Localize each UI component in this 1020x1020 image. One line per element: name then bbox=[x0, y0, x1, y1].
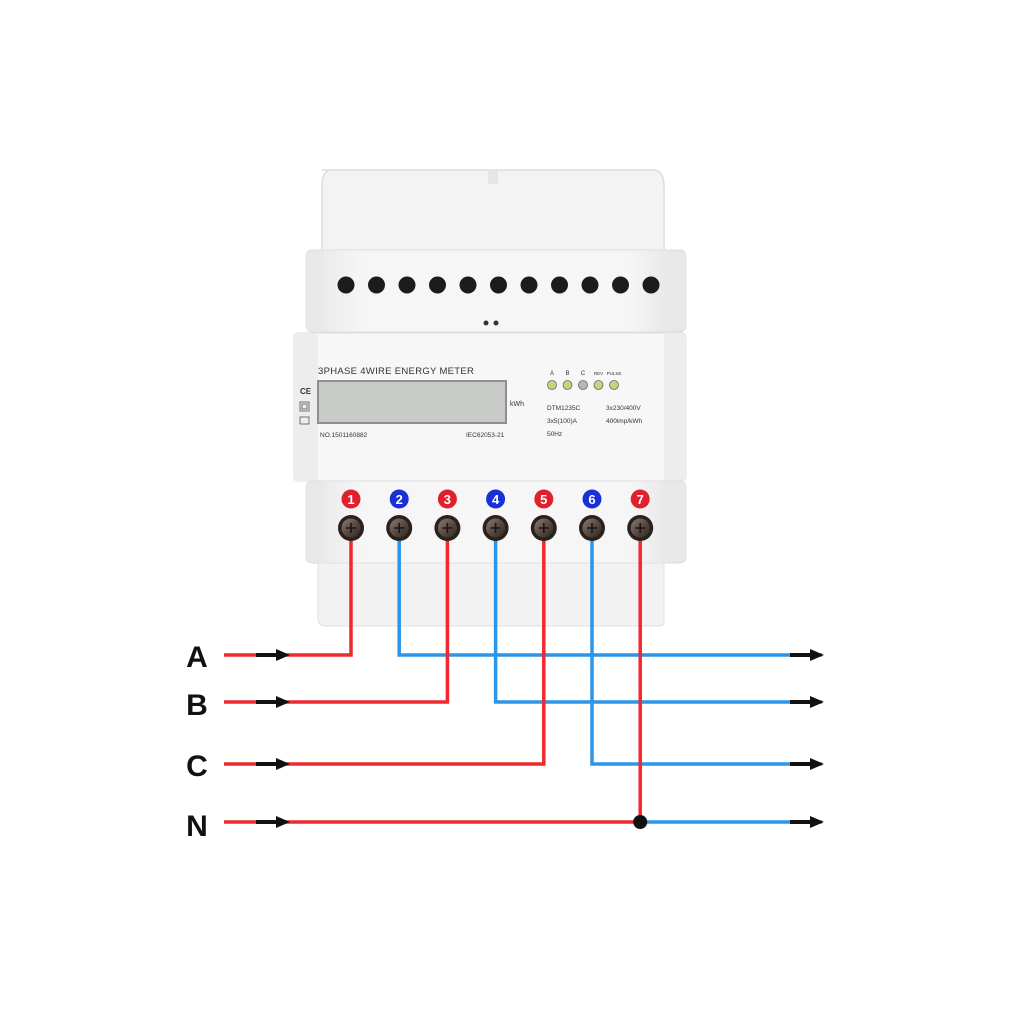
terminal-number-badge bbox=[630, 489, 650, 509]
screw-hole bbox=[429, 276, 446, 294]
double-insulation-inner bbox=[301, 403, 308, 410]
line-label-c: C bbox=[186, 750, 208, 783]
input-arrow bbox=[256, 696, 290, 708]
lower-side-left bbox=[306, 483, 324, 561]
led-indicator bbox=[578, 380, 588, 390]
screw-hole bbox=[337, 276, 355, 294]
voltage-label: 3x230/400V bbox=[606, 405, 641, 412]
indicator-leds: A B C REV PULSE bbox=[547, 371, 622, 390]
upper-side-right bbox=[668, 252, 686, 330]
bottom-cover bbox=[317, 562, 665, 627]
terminal-number: 3 bbox=[444, 492, 451, 507]
indicator-dot bbox=[493, 320, 499, 326]
upper-side-left bbox=[306, 252, 324, 330]
double-insulation-icon bbox=[299, 401, 310, 412]
output-wire bbox=[397, 530, 822, 657]
input-arrow bbox=[256, 758, 290, 770]
led-indicator bbox=[593, 380, 604, 390]
lower-side-right bbox=[668, 483, 686, 561]
meter-title: 3PHASE 4WIRE ENERGY METER bbox=[318, 366, 474, 377]
terminal-number-badge bbox=[389, 489, 409, 509]
screw-slot bbox=[635, 523, 646, 533]
kwh-unit: kWh bbox=[510, 401, 524, 408]
indicator-dot bbox=[483, 320, 489, 326]
output-arrow bbox=[790, 816, 824, 828]
terminal-number-badge bbox=[534, 489, 554, 509]
panel-side-right bbox=[664, 333, 686, 481]
screw-hole bbox=[398, 276, 416, 294]
terminal-number: 1 bbox=[347, 492, 354, 507]
lcd-display bbox=[317, 380, 507, 424]
screw-hole bbox=[368, 276, 385, 294]
input-wire bbox=[224, 530, 450, 704]
terminal-number-badge bbox=[486, 489, 506, 509]
led-label: B bbox=[565, 371, 569, 377]
input-wire bbox=[224, 530, 546, 766]
screw-hole bbox=[612, 276, 629, 294]
terminals: 1 2 3 4 5 6 7 bbox=[338, 489, 654, 541]
screw-slot bbox=[346, 523, 356, 533]
terminal-number: 4 bbox=[492, 492, 500, 507]
led-label: PULSE bbox=[607, 371, 622, 376]
screw-hole bbox=[490, 276, 507, 294]
led-indicator bbox=[562, 380, 573, 390]
output-arrow bbox=[790, 758, 824, 770]
terminal-number: 7 bbox=[637, 492, 644, 507]
led-label: C bbox=[581, 371, 586, 377]
input-arrow bbox=[256, 649, 290, 661]
line-label-b: B bbox=[186, 689, 208, 722]
screw-slot bbox=[538, 523, 549, 533]
terminal-number-badge bbox=[437, 489, 457, 509]
serial-number: NO.1501160882 bbox=[320, 432, 368, 439]
output-wire bbox=[590, 530, 822, 766]
terminal-number-badge bbox=[582, 489, 602, 509]
output-wire bbox=[493, 530, 822, 704]
screw-slot bbox=[394, 523, 405, 533]
model-label: DTM1235C bbox=[547, 405, 581, 412]
standard-label: IEC62053-21 bbox=[466, 432, 505, 439]
frequency-label: 50Hz bbox=[547, 431, 562, 438]
panel-side-left bbox=[294, 333, 318, 481]
screw-hole bbox=[459, 276, 477, 294]
ce-mark: CE bbox=[300, 387, 312, 396]
terminal-number: 2 bbox=[396, 492, 403, 507]
screw-hole bbox=[642, 276, 660, 294]
terminal-number-badge bbox=[341, 489, 361, 509]
upper-screw-holes bbox=[337, 276, 660, 294]
screw-slot bbox=[442, 523, 453, 533]
screw-slot bbox=[587, 523, 597, 533]
impulse-label: 400imp/kWh bbox=[606, 418, 643, 425]
junction-dot bbox=[633, 815, 648, 829]
input-arrow bbox=[256, 816, 290, 828]
led-label: REV bbox=[594, 371, 603, 376]
led-label: A bbox=[550, 371, 554, 377]
line-label-a: A bbox=[186, 641, 208, 674]
current-label: 3x5(100)A bbox=[547, 418, 578, 425]
output-arrow bbox=[790, 696, 824, 708]
screw-hole bbox=[581, 276, 599, 294]
energy-meter: 3PHASE 4WIRE ENERGY METER kWh NO.1501160… bbox=[293, 169, 687, 627]
line-label-n: N bbox=[186, 810, 208, 843]
recycle-icon bbox=[299, 416, 310, 425]
screw-hole bbox=[520, 276, 538, 294]
terminal-number: 6 bbox=[588, 492, 595, 507]
screw-hole bbox=[551, 276, 568, 294]
screw-slot bbox=[490, 523, 501, 533]
led-indicator bbox=[609, 380, 619, 390]
cover-notch bbox=[488, 170, 498, 184]
output-arrow bbox=[790, 649, 824, 661]
led-indicator bbox=[547, 380, 557, 390]
wires bbox=[224, 530, 824, 829]
terminal-number: 5 bbox=[540, 492, 547, 507]
